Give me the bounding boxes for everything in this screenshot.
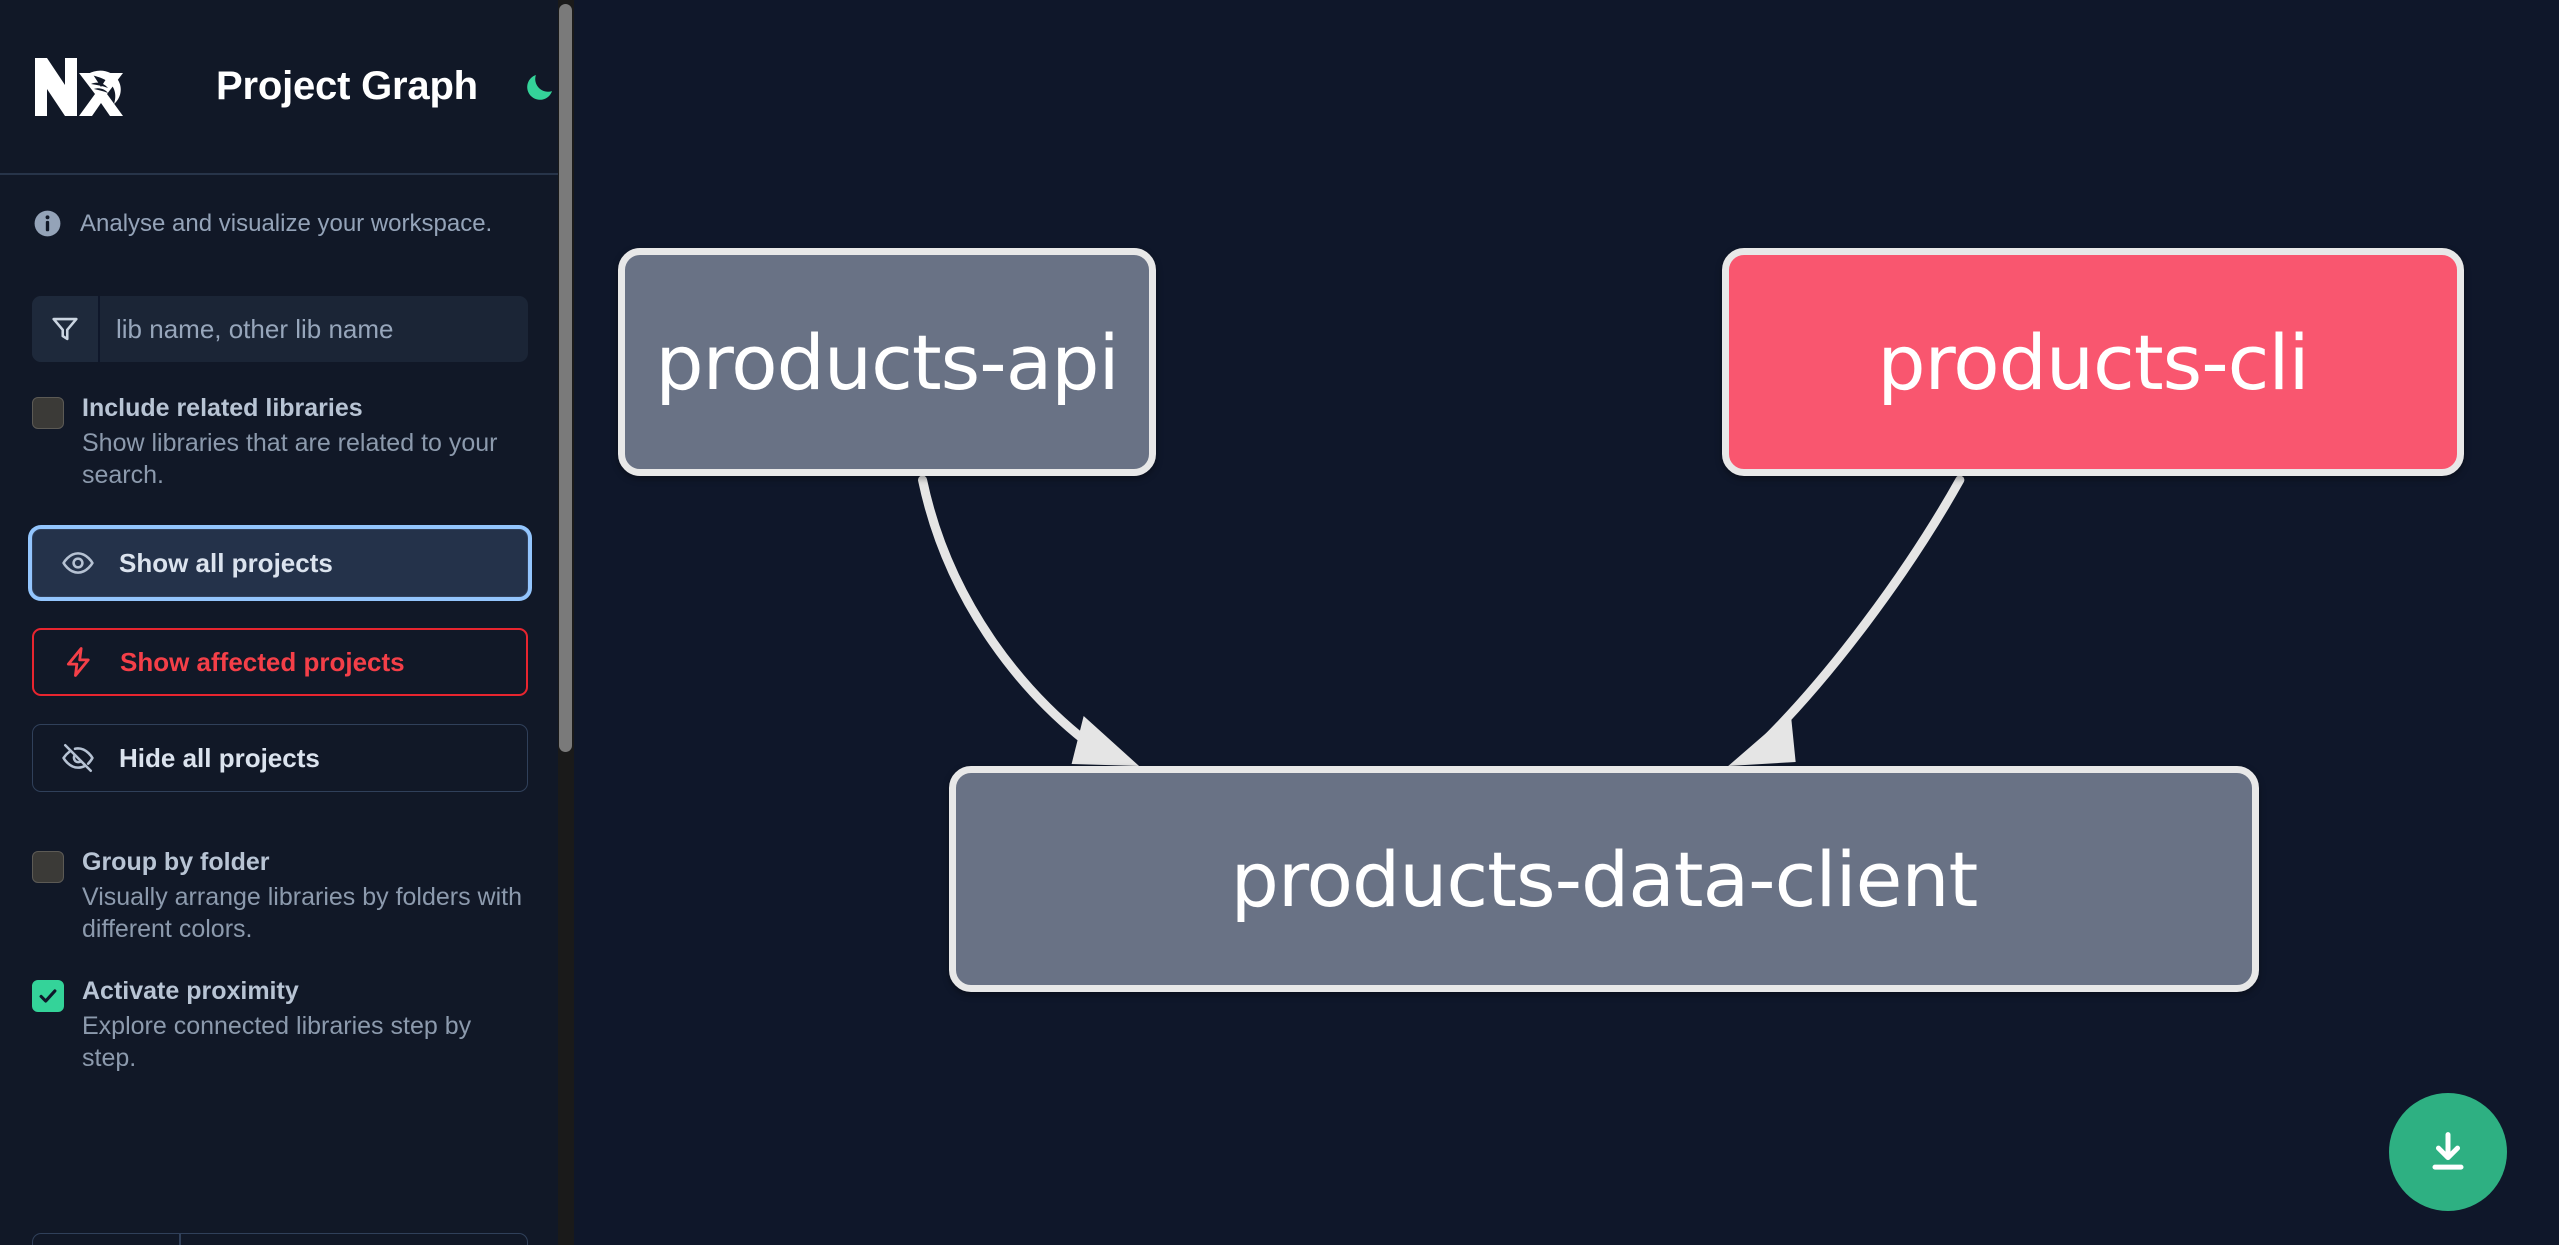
graph-edges-layer <box>918 475 1965 766</box>
lightning-bolt-icon <box>66 647 90 677</box>
graph-canvas[interactable]: products-api products-cli products-data-… <box>560 0 2559 1245</box>
option-title: Group by folder <box>82 848 270 876</box>
eye-off-icon <box>62 743 94 773</box>
graph-node-label: products-api <box>655 317 1119 407</box>
tagline: Analyse and visualize your workspace. <box>32 175 528 249</box>
sidebar-scrollbar-thumb[interactable] <box>559 4 572 752</box>
check-icon <box>39 989 57 1003</box>
show-affected-projects-button[interactable]: Show affected projects <box>32 628 528 696</box>
include-related-libraries-checkbox[interactable] <box>32 397 64 429</box>
sidebar-body: Analyse and visualize your workspace. <box>0 175 560 1074</box>
graph-node-label: products-data-client <box>1230 834 1979 924</box>
page-title: Project Graph <box>216 64 478 108</box>
edge-products-api-to-products-data-client[interactable] <box>918 475 1140 766</box>
hide-all-projects-button[interactable]: Hide all projects <box>32 724 528 792</box>
option-description: Visually arrange libraries by folders wi… <box>82 883 523 943</box>
show-affected-projects-label: Show affected projects <box>120 646 405 677</box>
show-all-projects-button[interactable]: Show all projects <box>32 529 528 597</box>
option-description: Explore connected libraries step by step… <box>82 1012 472 1072</box>
graph-node-label: products-cli <box>1877 317 2309 407</box>
nx-logo-icon <box>35 57 123 116</box>
option-include-related-libraries[interactable]: Include related libraries Show libraries… <box>32 392 528 491</box>
eye-icon <box>62 552 94 574</box>
info-icon <box>34 210 61 237</box>
option-description: Show libraries that are related to your … <box>82 429 498 489</box>
edge-products-cli-to-products-data-client[interactable] <box>1728 475 1965 766</box>
search-input[interactable] <box>100 296 528 362</box>
funnel-glyph <box>52 317 78 341</box>
moon-icon[interactable] <box>520 67 560 107</box>
filter-funnel-icon[interactable] <box>32 296 100 362</box>
moon-glyph <box>527 74 552 100</box>
group-by-folder-checkbox[interactable] <box>32 851 64 883</box>
tagline-text: Analyse and visualize your workspace. <box>80 209 493 237</box>
search-bar[interactable] <box>32 296 528 362</box>
sidebar-header: Project Graph <box>0 0 560 175</box>
graph-node-products-cli[interactable]: products-cli <box>1722 248 2464 476</box>
graph-node-products-api[interactable]: products-api <box>618 248 1156 476</box>
download-image-button[interactable] <box>2389 1093 2507 1211</box>
sidebar: Project Graph Analyse and visualize your… <box>0 0 560 1245</box>
option-group-by-folder[interactable]: Group by folder Visually arrange librari… <box>32 846 528 945</box>
proximity-slider-partial[interactable] <box>32 1233 528 1245</box>
download-icon <box>2432 1132 2464 1170</box>
hide-all-projects-label: Hide all projects <box>119 742 320 773</box>
show-all-projects-label: Show all projects <box>119 547 333 578</box>
option-activate-proximity[interactable]: Activate proximity Explore connected lib… <box>32 975 528 1074</box>
slider-divider <box>179 1234 181 1245</box>
option-title: Include related libraries <box>82 394 363 422</box>
graph-node-products-data-client[interactable]: products-data-client <box>949 766 2259 992</box>
activate-proximity-checkbox[interactable] <box>32 980 64 1012</box>
option-title: Activate proximity <box>82 977 299 1005</box>
